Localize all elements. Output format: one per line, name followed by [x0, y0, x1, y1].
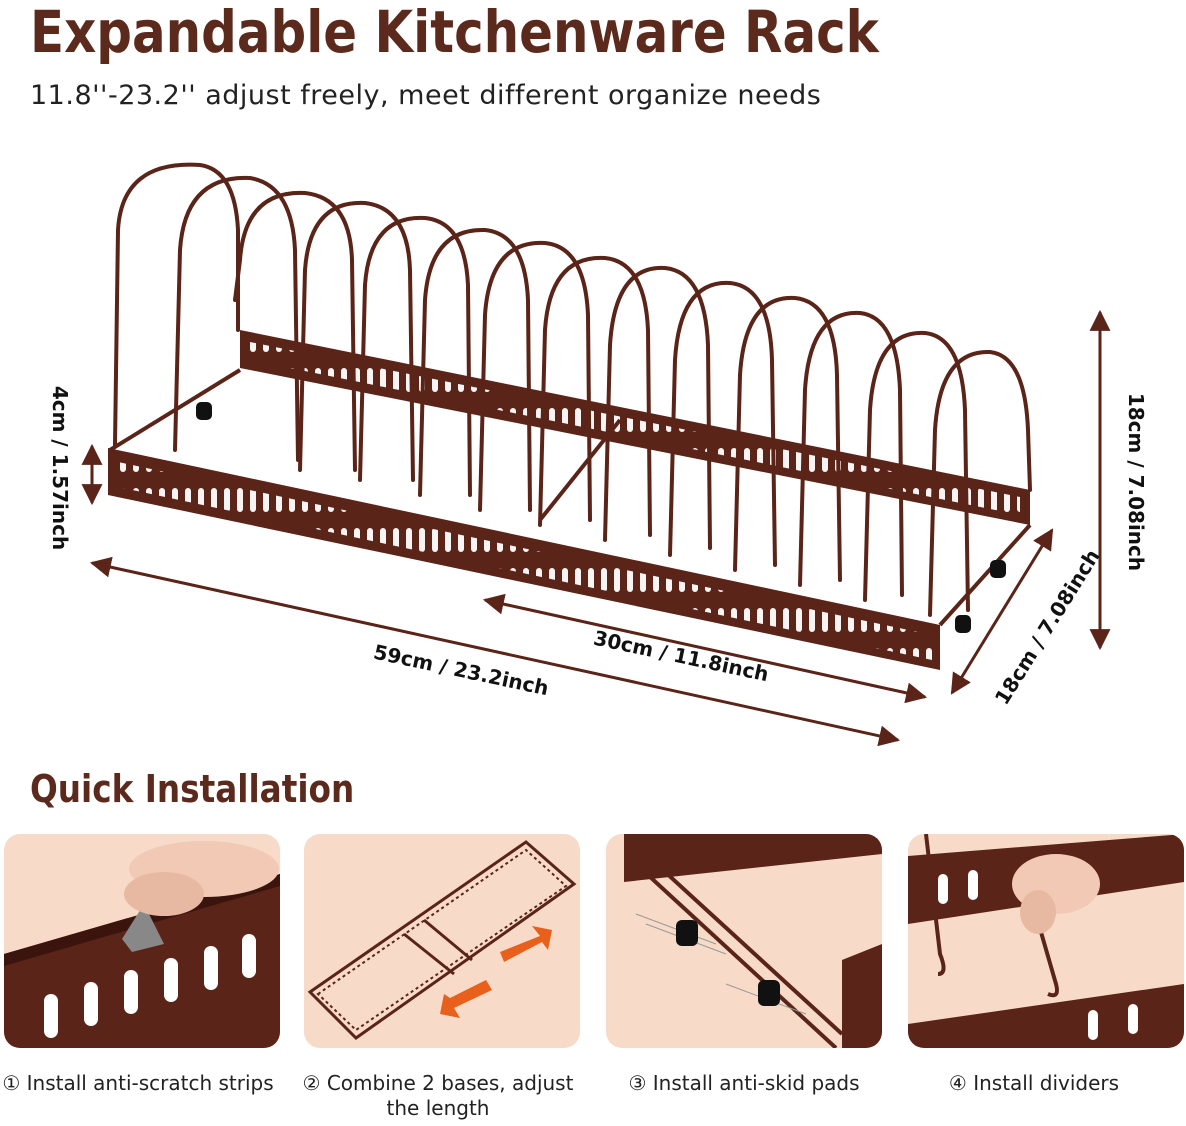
back-rail — [240, 330, 1030, 525]
page-subtitle: 11.8''-23.2'' adjust freely, meet differ… — [30, 80, 822, 111]
step-1-panel — [4, 834, 280, 1048]
anti-skid-pads-illustration — [624, 834, 882, 1048]
section-heading: Quick Installation — [30, 767, 355, 811]
step-3-caption: ③ Install anti-skid pads — [628, 1071, 860, 1095]
step-1-caption: ① Install anti-scratch strips — [2, 1071, 274, 1095]
step-4-panel — [908, 834, 1184, 1048]
dim-total-height: 18cm / 7.08inch — [1124, 392, 1149, 572]
page-title: Expandable Kitchenware Rack — [30, 0, 879, 66]
rack-illustration — [81, 162, 1111, 747]
pad-icon — [758, 980, 780, 1006]
anti-scratch-strip-illustration — [4, 841, 280, 1048]
step-2-caption: ② Combine 2 bases, adjust the length — [302, 1071, 574, 1120]
dim-side-height: 4cm / 1.57inch — [48, 385, 73, 551]
step-3-panel — [606, 834, 882, 1048]
step-4-caption: ④ Install dividers — [948, 1071, 1120, 1095]
dimension-arrows — [81, 309, 1111, 747]
pad-icon — [676, 920, 698, 946]
combine-bases-illustration — [307, 840, 577, 1040]
dividers — [113, 162, 1032, 617]
step-2-panel — [304, 834, 580, 1048]
install-dividers-illustration — [908, 834, 1184, 1048]
orange-arrows-icon — [440, 926, 552, 1018]
